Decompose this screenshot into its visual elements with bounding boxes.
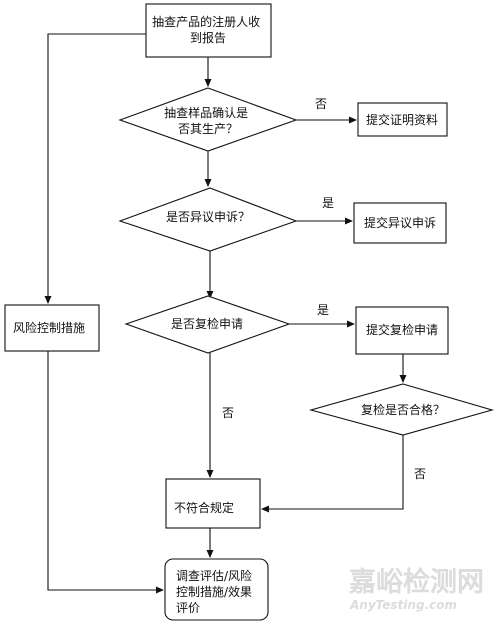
objection-decision (118, 187, 298, 252)
pass-question-text: 复检是否合格？ (361, 402, 445, 417)
risk-text: 风险控制措施 (13, 320, 85, 335)
noncompliant-text: 不符合规定 (174, 500, 234, 515)
final-box (164, 558, 269, 621)
objection-submit-text: 提交异议申诉 (364, 215, 436, 230)
watermark-cn: 嘉峪检测网 (349, 566, 484, 598)
risk-box (4, 304, 100, 352)
objection-question-text: 是否异议申诉？ (166, 210, 250, 224)
recheck-submit-text: 提交复检申请 (366, 322, 438, 337)
confirm-text: 抽查样品确认是 否其生产？ (164, 105, 252, 136)
confirm-decision (118, 87, 298, 152)
objection-box (353, 202, 447, 244)
edge-start-to-risk (44, 33, 146, 304)
final-text: 调查评估/风险 控制措施/效果 评价 (176, 568, 256, 615)
pass-decision (308, 383, 494, 436)
edge-pass-to-noncompliant (261, 435, 404, 513)
proof-box (357, 102, 448, 137)
recheck-box (355, 306, 449, 355)
start-box (145, 3, 272, 58)
edge-label-recheck-no: 否 (222, 406, 234, 420)
edge-label-pass-no: 否 (414, 467, 426, 481)
connectors (44, 33, 407, 594)
noncompliant-box (165, 478, 261, 529)
proof-text: 提交证明资料 (366, 112, 438, 127)
edge-label-objection-yes: 是 (322, 196, 334, 210)
edge-label-recheck-yes: 是 (317, 303, 329, 317)
watermark-en: AnyTesting.com (349, 598, 457, 612)
recheck-decision (124, 295, 291, 354)
edge-label-confirm-no: 否 (315, 97, 327, 111)
edge-risk-to-final (47, 351, 164, 594)
recheck-question-text: 是否复检申请 (171, 316, 243, 331)
start-text: 抽查产品的注册人收 到报告 (152, 14, 264, 45)
